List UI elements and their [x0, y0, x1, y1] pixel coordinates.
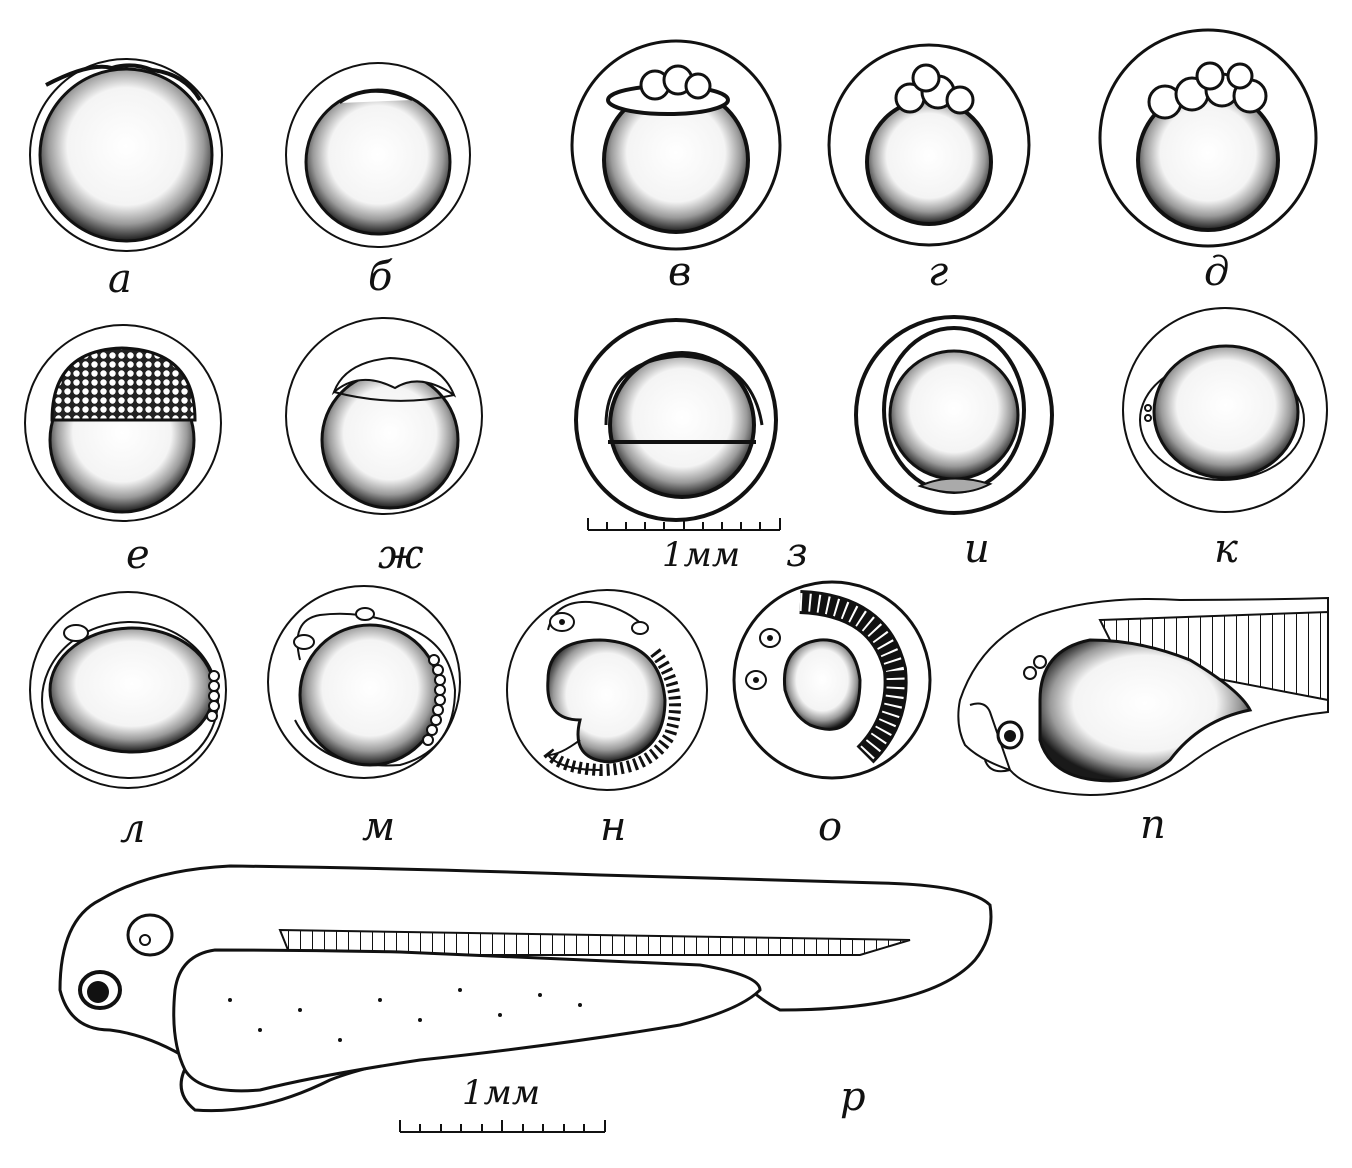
stage-g-egg — [827, 43, 1031, 247]
label-stage-m: м — [362, 804, 395, 850]
stage-e-egg — [24, 324, 222, 522]
stage-v-egg — [570, 39, 782, 251]
stage-m-egg — [267, 585, 461, 779]
label-stage-d: д — [1204, 249, 1229, 295]
stage-a-egg — [29, 58, 223, 252]
stage-d-egg — [1098, 28, 1318, 248]
stage-l-egg — [29, 591, 227, 789]
stage-n-egg — [506, 589, 708, 791]
scale-bar-bottom — [399, 1120, 606, 1133]
label-stage-e: е — [126, 532, 150, 578]
label-stage-g: г — [928, 249, 948, 295]
label-stage-a: а — [108, 256, 132, 302]
stage-b-egg — [285, 62, 471, 248]
scale-bar-top — [587, 518, 781, 531]
stage-k-egg — [1122, 307, 1328, 513]
stage-z-egg — [574, 318, 778, 522]
label-stage-v: в — [668, 249, 691, 295]
label-stage-z: з — [786, 530, 808, 576]
stage-r-larva — [58, 864, 993, 1113]
label-stage-r: р — [840, 1074, 866, 1120]
scale-label-bottom: 1мм — [462, 1073, 540, 1113]
stage-zh-egg — [285, 317, 483, 515]
stage-i-egg — [854, 315, 1054, 515]
label-stage-i: и — [964, 526, 990, 572]
label-stage-o: о — [818, 804, 842, 850]
stage-o-egg — [732, 580, 932, 780]
label-stage-p: п — [1140, 802, 1166, 848]
label-stage-l: л — [120, 806, 145, 852]
label-stage-n: н — [600, 804, 626, 850]
label-stage-k: к — [1214, 526, 1238, 572]
stage-p-larva — [957, 596, 1329, 797]
label-stage-b: б — [368, 254, 393, 300]
scale-label-top: 1мм — [662, 535, 740, 575]
label-stage-zh: ж — [378, 532, 424, 578]
